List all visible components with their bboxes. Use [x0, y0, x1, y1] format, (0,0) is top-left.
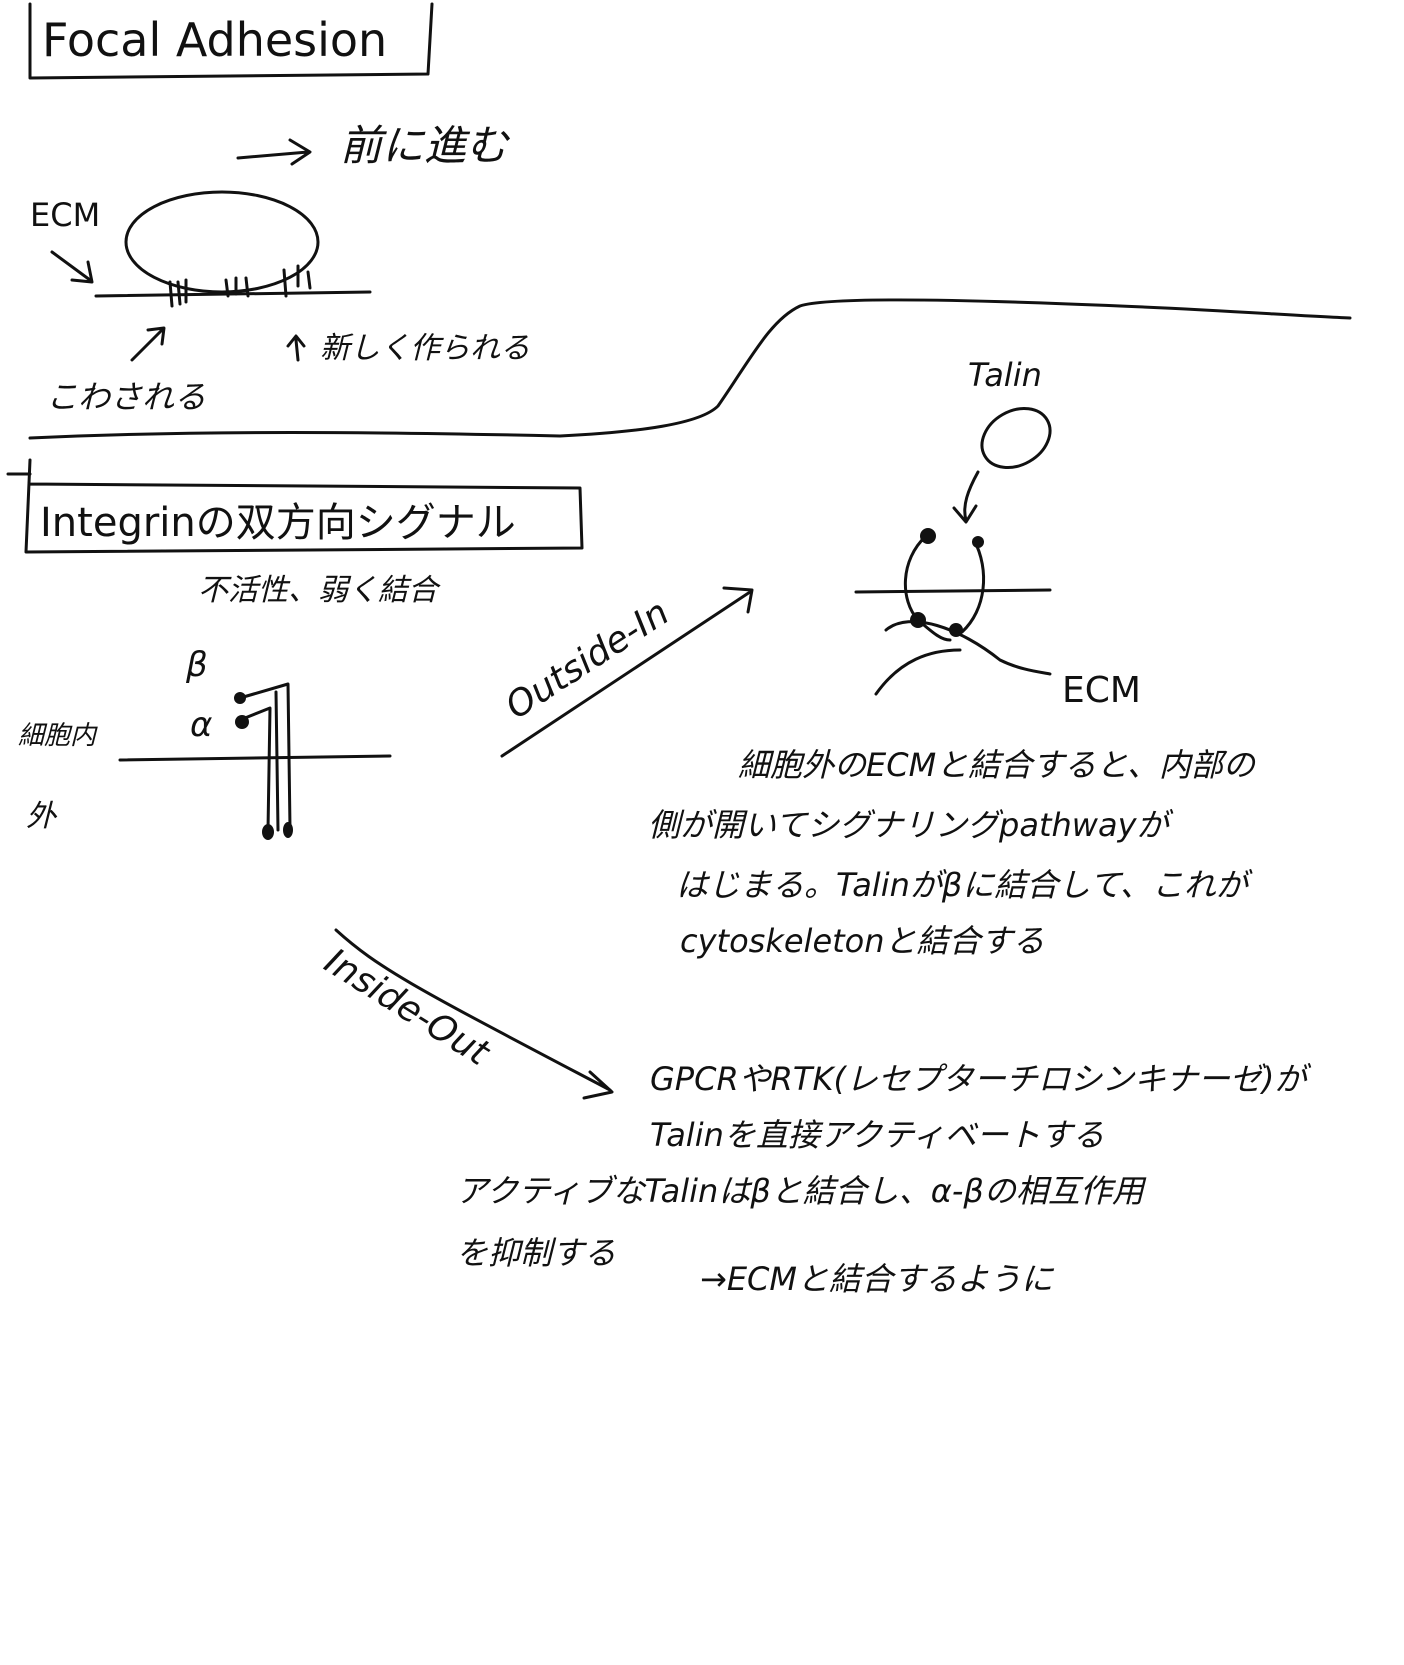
title-box-integrin — [24, 458, 584, 554]
alpha-foot — [262, 824, 274, 840]
inside-cell-label: 細胞内 — [18, 721, 98, 751]
outside-in-line-4: cytoskeletonと結合する — [680, 922, 1045, 960]
new-made-label: 新しく作られる — [320, 331, 530, 366]
integrin-beta-stalk — [238, 682, 292, 832]
alpha-label: α — [190, 705, 212, 745]
destroyed-label: こわされる — [46, 378, 206, 416]
outside-in-line-3: はじまる。Talinがβに結合して、これが — [676, 866, 1253, 904]
destroyed-arrow — [130, 326, 166, 362]
alpha-head — [235, 715, 249, 729]
beta-head — [234, 692, 246, 704]
outside-cell-label: 外 — [26, 799, 58, 834]
forward-arrow — [236, 138, 312, 166]
inside-out-label: Inside-Out — [317, 941, 498, 1075]
beta-foot — [283, 822, 293, 838]
integrin-loop-right — [960, 538, 986, 634]
title-integrin: Integrinの双方向シグナル — [40, 500, 516, 546]
talin-arrow — [952, 470, 980, 524]
integrin-foot-left — [910, 612, 926, 628]
inside-out-line-5: →ECMと結合するように — [700, 1260, 1055, 1298]
inside-out-arrow — [334, 928, 614, 1100]
inactive-label: 不活性、弱く結合 — [198, 573, 441, 608]
talin-blob — [980, 406, 1052, 470]
outside-in-line-2: 側が開いてシグナリングpathwayが — [648, 806, 1174, 844]
divider-curve — [28, 298, 1352, 440]
substrate-line — [94, 290, 372, 298]
adhesion-marks — [168, 264, 312, 308]
outside-in-line-1: 細胞外のECMと結合すると、内部の — [738, 746, 1257, 784]
ecm-pointer-arrow — [50, 250, 94, 284]
beta-label: β — [185, 645, 208, 685]
outside-in-arrow — [500, 586, 754, 758]
inside-out-line-4: を抑制する — [456, 1234, 616, 1272]
ecm-fiber-1 — [884, 620, 1052, 676]
forward-label: 前に進む — [340, 121, 511, 170]
integrin-alpha-stalk — [238, 706, 272, 832]
title-focal-adhesion: Focal Adhesion — [42, 13, 387, 67]
talin-label: Talin — [968, 356, 1042, 394]
ecm-label-top: ECM — [30, 196, 100, 234]
cell-body — [124, 190, 320, 294]
integrin-head-left — [920, 528, 936, 544]
ecm-label-right: ECM — [1062, 670, 1141, 711]
membrane-line-right — [854, 588, 1052, 594]
ecm-fiber-2 — [874, 648, 962, 696]
membrane-line-left — [118, 754, 392, 762]
title-box-focal-adhesion — [28, 2, 434, 80]
inside-out-line-1: GPCRやRTK(レセプターチロシンキナーゼ)が — [650, 1060, 1311, 1098]
new-made-arrow — [286, 334, 306, 362]
inside-out-line-3: アクティブなTalinはβと結合し、α-βの相互作用 — [456, 1172, 1147, 1210]
inside-out-line-2: Talinを直接アクティベートする — [650, 1116, 1104, 1154]
integrin-head-right — [972, 536, 984, 548]
